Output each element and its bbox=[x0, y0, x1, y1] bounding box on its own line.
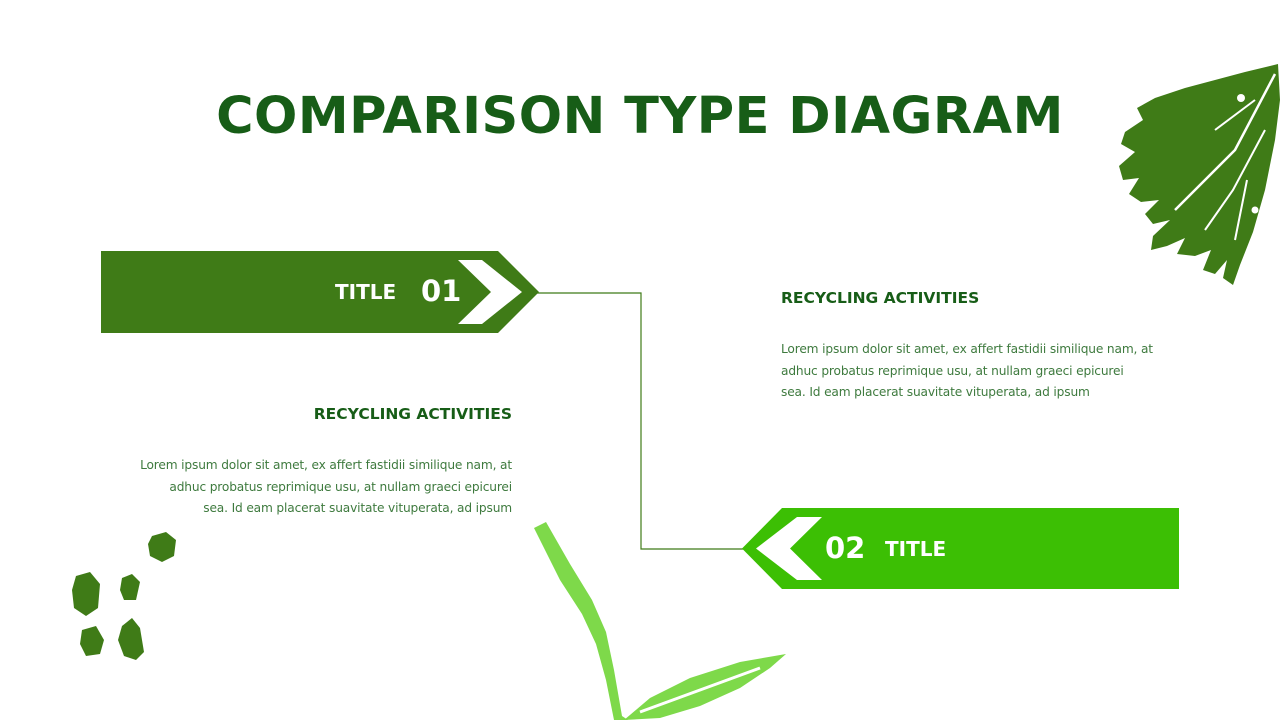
item-2-description-line: sea. Id eam placerat suavitate vituperat… bbox=[781, 385, 1090, 399]
item-2-description-line: Lorem ipsum dolor sit amet, ex affert fa… bbox=[781, 342, 1153, 356]
banner-01-number: 01 bbox=[421, 274, 462, 308]
item-2-heading: RECYCLING ACTIVITIES bbox=[781, 289, 980, 307]
banner-02-label: TITLE bbox=[885, 537, 947, 561]
item-2-description: Lorem ipsum dolor sit amet, ex affert fa… bbox=[781, 339, 1181, 404]
item-1-heading: RECYCLING ACTIVITIES bbox=[313, 405, 512, 423]
title-banner-01: TITLE 01 bbox=[101, 251, 541, 333]
monstera-leaf-icon bbox=[1119, 64, 1280, 285]
page-title: COMPARISON TYPE DIAGRAM bbox=[216, 87, 1064, 146]
banner-01-shape bbox=[101, 251, 539, 333]
item-1-description-line: Lorem ipsum dolor sit amet, ex affert fa… bbox=[140, 458, 512, 472]
leaf-sprout-icon bbox=[534, 522, 786, 720]
item-1-description-line: adhuc probatus reprimique usu, at nullam… bbox=[169, 479, 512, 494]
paint-dots-icon bbox=[72, 532, 176, 660]
item-1-description: Lorem ipsum dolor sit amet, ex affert fa… bbox=[92, 455, 512, 520]
title-banner-02: 02 TITLE bbox=[742, 508, 1179, 589]
item-1-description-line: sea. Id eam placerat suavitate vituperat… bbox=[203, 501, 512, 515]
item-2-description-line: adhuc probatus reprimique usu, at nullam… bbox=[781, 363, 1124, 378]
banner-02-number: 02 bbox=[825, 531, 866, 565]
banner-01-label: TITLE bbox=[335, 280, 397, 304]
banner-02-shape bbox=[742, 508, 1179, 589]
chevron-left-icon bbox=[756, 517, 822, 580]
chevron-right-icon bbox=[458, 260, 522, 324]
